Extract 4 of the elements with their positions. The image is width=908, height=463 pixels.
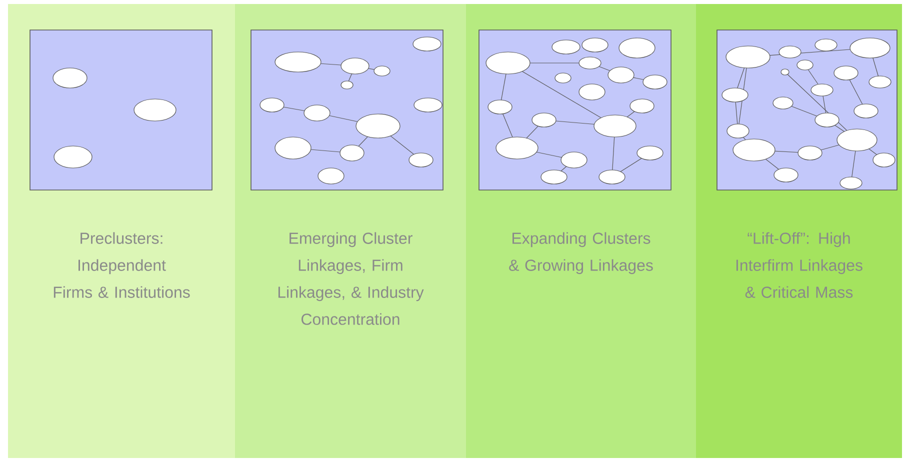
stage-label: “Lift-Off”: High Interfirm Linkages & Critical Mass: [736, 232, 862, 298]
stage-label: Preclusters: Independent Firms & Institutions: [54, 232, 190, 298]
stage-label: Expanding Clusters & Growing Linkages: [509, 232, 653, 274]
stage-label: Emerging Cluster Linkages, Firm Linkages, & Industry Concentration: [278, 232, 424, 325]
